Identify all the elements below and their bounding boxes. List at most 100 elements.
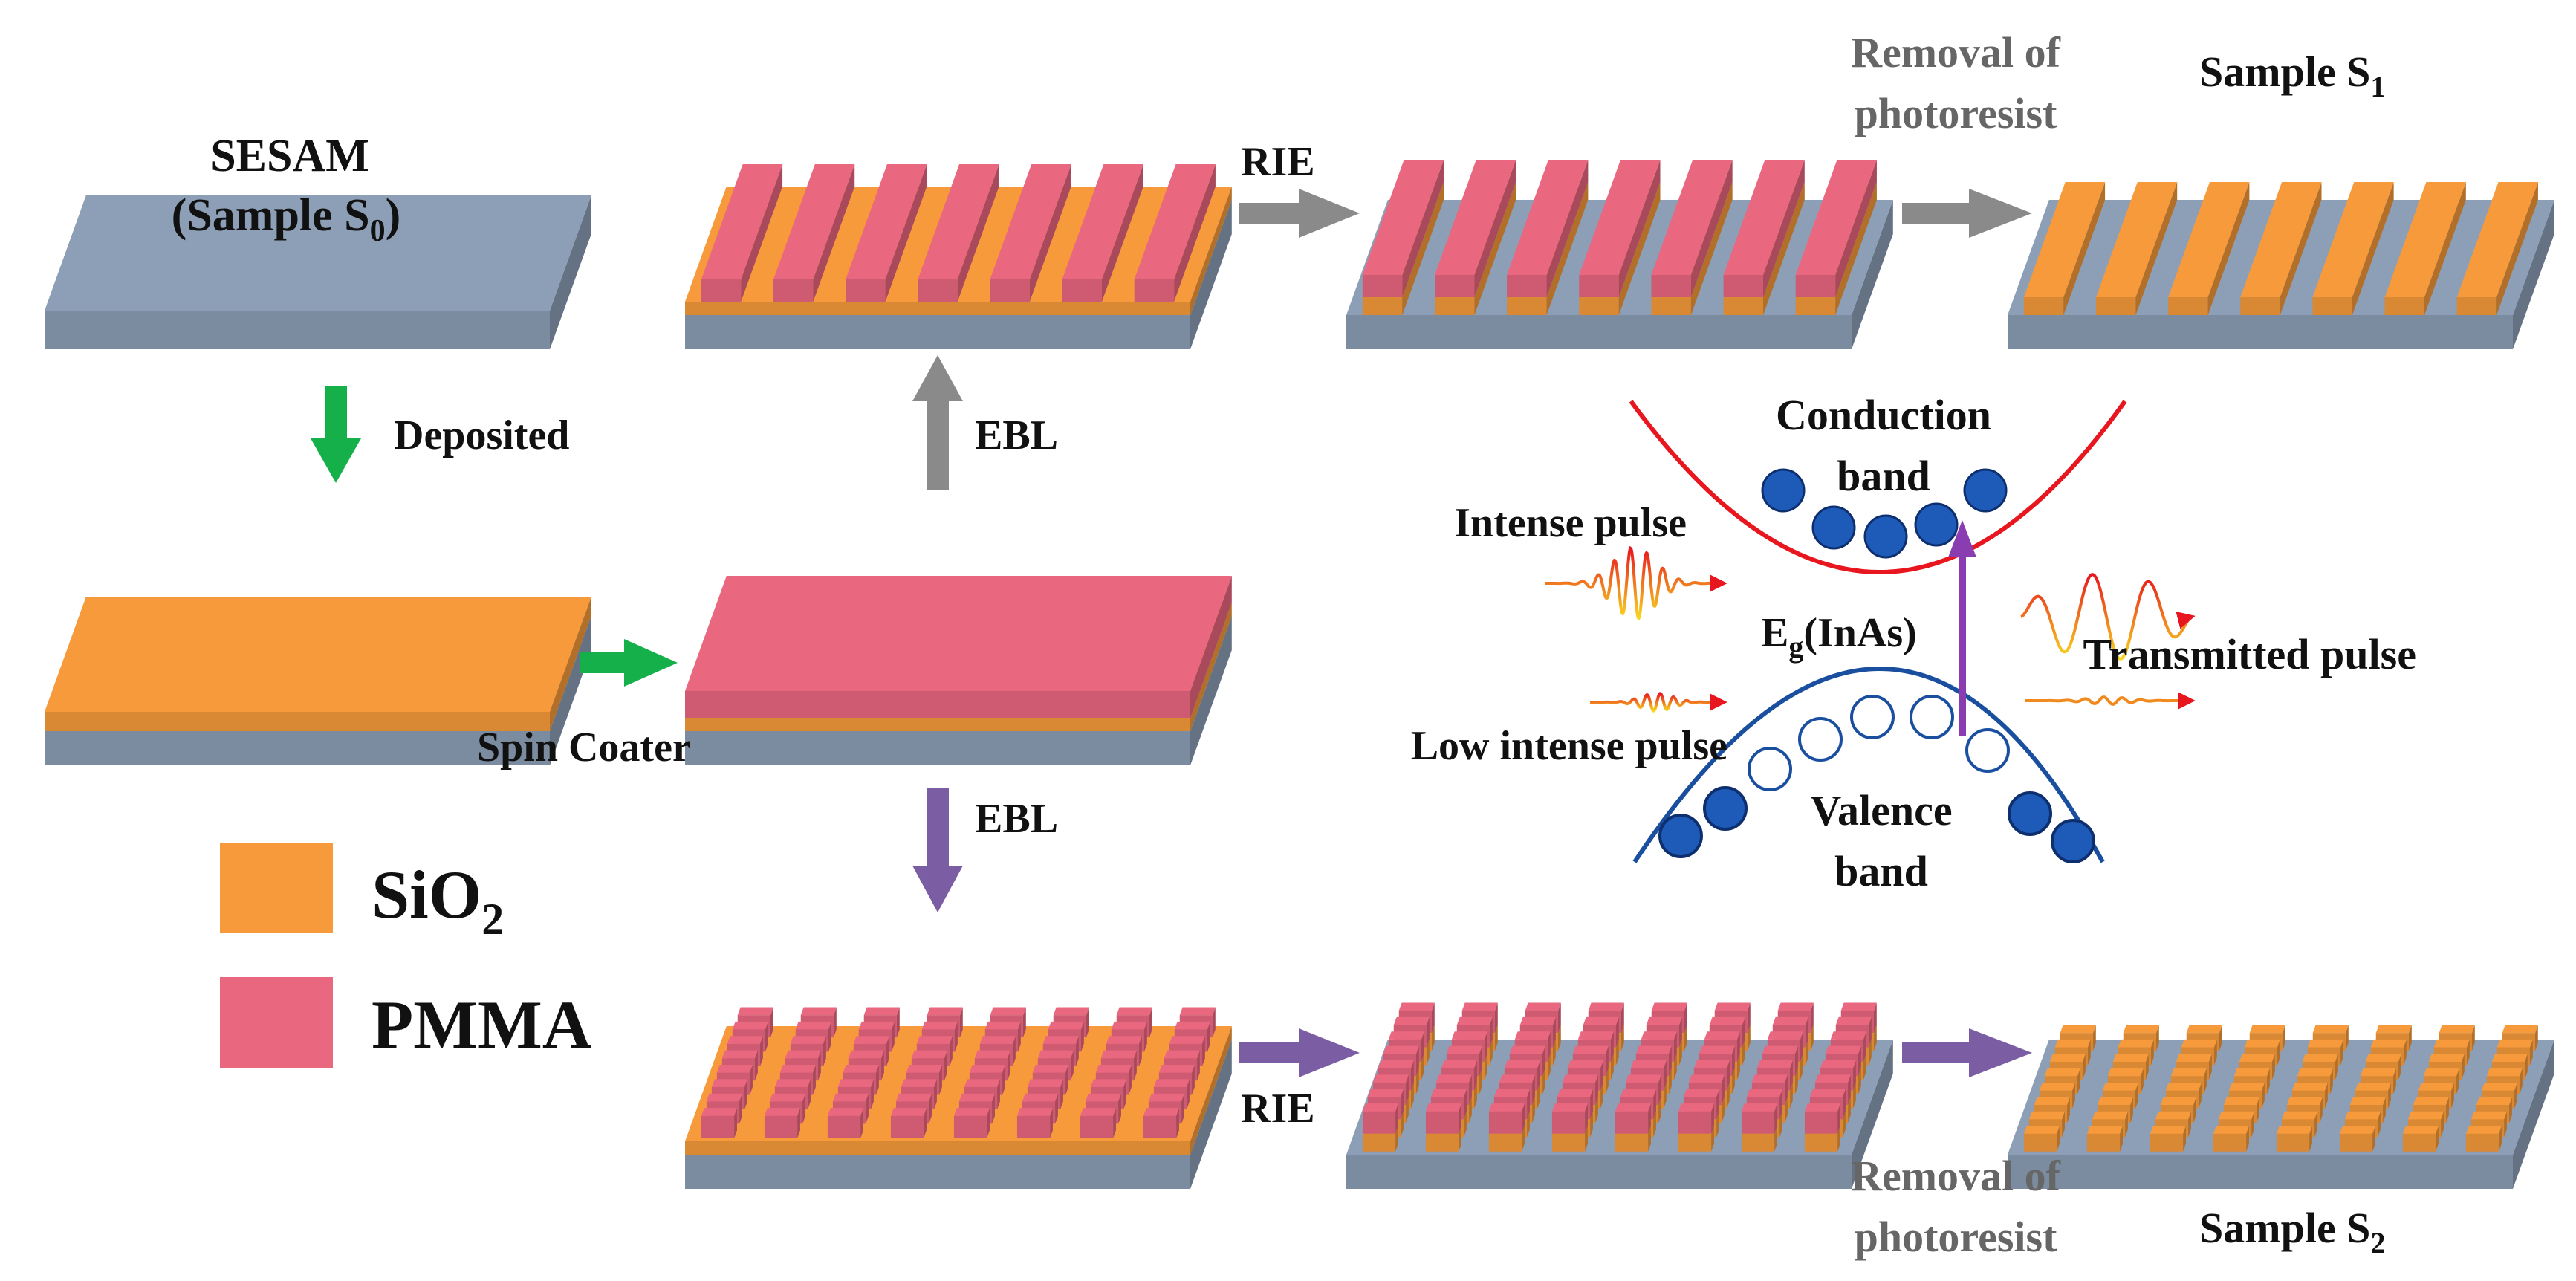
pmma-stripe <box>1134 164 1216 302</box>
pmma-stripe <box>1425 1103 1461 1134</box>
bandgap-label: E <box>1761 610 1788 656</box>
sesam-sample-close: ) <box>386 190 401 241</box>
rie-top-arrow <box>1239 189 1360 238</box>
pmma-stripe <box>890 1108 927 1138</box>
svg-text:Sample S2: Sample S2 <box>2199 1204 2385 1259</box>
pmma-stripe <box>1551 1103 1588 1134</box>
conduction-label-line1: Conduction <box>1776 391 1991 439</box>
sio2-stripe <box>2023 1126 2060 1152</box>
electron <box>1811 505 1856 550</box>
legend-swatch-sio2 <box>220 843 333 933</box>
pmma-stripe <box>1678 1103 1714 1134</box>
removal-top-arrow <box>1902 189 2032 238</box>
pmma-stripe <box>990 164 1071 302</box>
sesam-title: SESAM <box>210 131 369 181</box>
intense-pulse-wave <box>1545 545 1727 621</box>
legend-swatch-pmma <box>220 977 333 1068</box>
pmma-stripe <box>1651 160 1733 297</box>
pmma-stripe <box>1723 160 1805 297</box>
deposited-arrow <box>311 386 361 483</box>
pmma-stripe <box>1080 1108 1116 1138</box>
electron <box>1863 514 1908 559</box>
spin-coater-arrow <box>580 639 678 687</box>
conduction-label-line2: band <box>1837 452 1930 500</box>
sample-s1-label: Sample S <box>2199 48 2370 96</box>
rie-pillar-sample <box>1346 1002 1893 1189</box>
removal-bottom-arrow <box>1902 1028 2032 1077</box>
pmma-stripe <box>773 164 855 302</box>
spin-coater-label: Spin Coater <box>477 724 691 771</box>
pmma-stripe <box>1741 1103 1777 1134</box>
bandgap-subscript: g <box>1788 630 1803 664</box>
pmma-stripe <box>701 164 783 302</box>
ebl-bottom-label: EBL <box>975 796 1058 842</box>
removal-top-line1: Removal of <box>1851 28 2061 77</box>
band-diagram: Conduction band Valence band Eg(InAs) In… <box>1411 391 2416 895</box>
sesam-sample-subscript: 0 <box>370 214 386 248</box>
legend-sio2-subscript: 2 <box>481 895 504 944</box>
low-intense-pulse-label: Low intense pulse <box>1411 723 1727 769</box>
pmma-stripe <box>764 1108 800 1138</box>
valence-label-line1: Valence <box>1810 786 1952 834</box>
ebl-pillar-sample <box>685 1007 1232 1189</box>
hole <box>1910 695 1954 739</box>
ebl-up-arrow <box>912 355 963 490</box>
pmma-stripe <box>1435 160 1516 297</box>
rie-bottom-arrow <box>1239 1028 1360 1077</box>
pmma-stripe <box>1016 1108 1053 1138</box>
hole <box>1748 747 1792 791</box>
transmitted-pulse-wave <box>2020 573 2196 661</box>
legend-sio2-label: SiO <box>372 857 481 933</box>
electron <box>1703 786 1748 831</box>
pmma-stripe <box>1507 160 1589 297</box>
pmma-stripe <box>1062 164 1143 302</box>
pmma-stripe <box>701 1108 737 1138</box>
pmma-layer <box>685 576 1232 718</box>
conduction-electrons <box>1761 468 2008 559</box>
sample-s2-label: Sample S <box>2199 1204 2370 1252</box>
valence-band-curve <box>1632 667 2105 863</box>
sio2-stripe <box>2456 182 2538 315</box>
pmma-stripe <box>953 1108 990 1138</box>
hole <box>1965 728 2010 773</box>
svg-text:SiO2: SiO2 <box>372 857 504 944</box>
legend-pmma-label: PMMA <box>372 987 591 1063</box>
sample-s1-subscript: 1 <box>2370 70 2385 103</box>
sample-s2-pillars <box>2008 1025 2554 1189</box>
removal-bottom-line2: photoresist <box>1855 1213 2058 1261</box>
bandgap-material: (InAs) <box>1803 610 1916 656</box>
sio2-stripe <box>2276 1126 2312 1152</box>
pmma-stripe <box>1362 160 1444 297</box>
pmma-stripe <box>827 1108 863 1138</box>
sio2-stripe <box>2339 1126 2375 1152</box>
process-arrows <box>311 189 2032 1077</box>
sio2-stripe <box>2465 1126 2502 1152</box>
sio2-stripe <box>2312 182 2394 315</box>
process-labels: SESAM (Sample S0) Deposited Spin Coater … <box>172 28 2386 1261</box>
conduction-band-curve <box>1629 400 2127 574</box>
intense-pulse-label: Intense pulse <box>1454 500 1687 546</box>
pmma-stripe <box>1795 160 1877 297</box>
valence-label-line2: band <box>1834 847 1928 895</box>
sesam-sample-s0 <box>45 195 591 349</box>
pmma-coated-sample <box>685 576 1232 765</box>
sio2-layer <box>45 597 591 731</box>
pmma-stripe <box>1488 1103 1525 1134</box>
sio2-stripe <box>2086 1126 2123 1152</box>
substrate-layer <box>45 195 591 349</box>
sample-s1-gratings <box>2008 182 2554 349</box>
hole <box>1798 717 1843 762</box>
svg-text:Eg(InAs): Eg(InAs) <box>1761 610 1917 664</box>
sio2-stripe <box>2402 1126 2439 1152</box>
sesam-sample-label: (Sample S <box>172 190 370 241</box>
transmitted-low-pulse-wave <box>2025 692 2196 710</box>
svg-text:Sample S1: Sample S1 <box>2199 48 2385 103</box>
rie-bottom-label: RIE <box>1241 1086 1315 1132</box>
sio2-stripe <box>2096 182 2178 315</box>
ebl-top-label: EBL <box>975 412 1058 458</box>
pmma-stripe <box>1362 1103 1398 1134</box>
electron <box>1658 814 1703 858</box>
ebl-striped-sample <box>685 164 1232 349</box>
sio2-stripe <box>2023 182 2106 315</box>
